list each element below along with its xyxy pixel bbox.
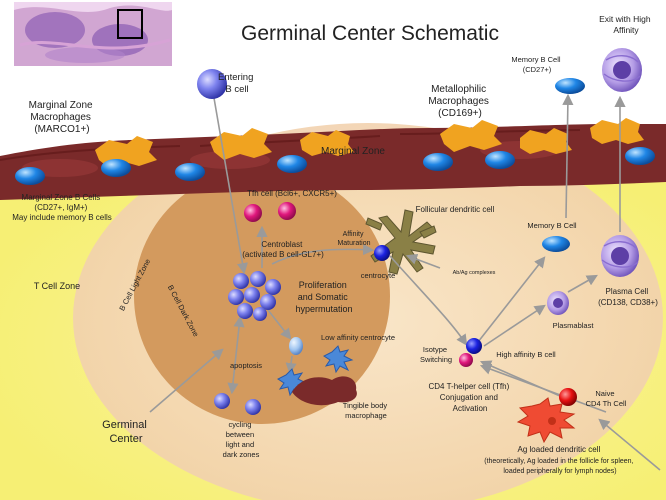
apoptosis-label: apoptosis bbox=[230, 361, 262, 370]
arrow-ab-ag bbox=[405, 253, 441, 269]
dark-zone-region bbox=[134, 168, 390, 424]
ab-ag-complexes-label: Ab/Ag complexes bbox=[453, 270, 496, 276]
marginal-zone-label: Marginal Zone bbox=[321, 146, 385, 157]
t-cell-zone-label: T Cell Zone bbox=[34, 281, 80, 291]
exit-high-affinity-label: Exit with High Affinity bbox=[599, 14, 653, 35]
cycling-cell-2 bbox=[245, 399, 261, 415]
follicular-dendritic-cell bbox=[365, 209, 437, 275]
marginal-zone-b-cells-label: Marginal Zone B Cells (CD27+, IgM+) May … bbox=[12, 193, 112, 222]
tfh-cell-1 bbox=[244, 204, 262, 222]
arrow-to-apoptosis bbox=[285, 355, 297, 375]
cd4-t-helper-label: CD4 T-helper cell (Tfh) Conjugation and … bbox=[429, 382, 512, 413]
germinal-center-label: Germinal Center bbox=[102, 419, 150, 445]
entering-b-cell-label: Entering B cell bbox=[218, 72, 256, 95]
high-affinity-b-cell bbox=[466, 338, 482, 354]
cycling-label: cycling between light and dark zones bbox=[223, 420, 260, 459]
arrow-dc-to-tfh bbox=[479, 363, 607, 413]
centroblast-label: Centroblast (activated B cell-GL7+) bbox=[242, 240, 324, 259]
memory-b-cell-mid-label: Memory B Cell bbox=[527, 221, 577, 230]
centrocyte-cell bbox=[374, 245, 390, 261]
entering-b-cell bbox=[197, 69, 227, 99]
isotype-switching-label: Isotype Switching bbox=[420, 345, 452, 364]
arrow-memory-exit bbox=[562, 93, 574, 219]
arrow-to-plasma bbox=[567, 274, 598, 293]
marginal-zone-b-cells bbox=[15, 147, 655, 185]
plasmablast-label: Plasmablast bbox=[553, 321, 595, 330]
marginal-zone-macrophages-label: Marginal Zone Macrophages (MARCO1+) bbox=[29, 100, 96, 135]
zoom-box bbox=[117, 9, 143, 39]
ag-loaded-dc-label: Ag loaded dendritic cell (theoretically,… bbox=[484, 445, 636, 475]
arrow-to-high-affinity bbox=[389, 255, 468, 346]
diagram-title: Germinal Center Schematic bbox=[241, 22, 499, 45]
tingible-body-macrophage bbox=[292, 376, 357, 406]
marginal-zone-band bbox=[0, 118, 666, 200]
metallophilic-macrophages bbox=[95, 118, 644, 168]
tingible-body-macrophage-label: Tingible body macrophage bbox=[343, 401, 389, 420]
arrow-into-dc bbox=[598, 418, 661, 471]
plasma-cell-label: Plasma Cell (CD138, CD38+) bbox=[598, 287, 658, 307]
naive-cd4-label: Naive CD4 Th Cell bbox=[586, 389, 627, 408]
follicular-dendritic-cell-label: Follicular dendritic cell bbox=[416, 205, 495, 214]
histology-thumbnail bbox=[14, 2, 172, 67]
arrow-to-plasmablast bbox=[483, 304, 546, 347]
metallophilic-macrophages-label: Metallophilic Macrophages (CD169+) bbox=[428, 84, 491, 119]
high-affinity-b-cell-label: High affinity B cell bbox=[496, 350, 556, 359]
cycling-cell-1 bbox=[214, 393, 230, 409]
arrow-germinal-center bbox=[149, 348, 224, 413]
cd4-tfh-conjugate bbox=[459, 353, 473, 367]
affinity-maturation-label: Affinity Maturation bbox=[337, 231, 370, 247]
naive-cd4-th-cell bbox=[559, 388, 577, 406]
proliferation-label: Proliferation and Somatic hypermutation bbox=[295, 280, 352, 314]
arrow-to-low-affinity bbox=[267, 309, 292, 340]
memory-b-cell-top bbox=[555, 78, 585, 94]
plasma-cell-top bbox=[602, 48, 642, 92]
ag-loaded-dendritic-cell bbox=[516, 397, 576, 444]
arrow-to-centrocyte bbox=[271, 243, 375, 265]
arrow-entering-to-dark-zone bbox=[213, 97, 248, 275]
arrow-to-memory bbox=[477, 256, 546, 343]
centroblast-cluster bbox=[228, 271, 281, 321]
tfh-cell-label: Tfh cell (Bcl6+, CXCR5+) bbox=[247, 189, 337, 198]
flow-arrows bbox=[149, 93, 661, 471]
low-affinity-centrocyte-label: Low affinity centrocyte bbox=[321, 333, 395, 342]
memory-b-cell-mid bbox=[542, 236, 570, 252]
tfh-cell-2 bbox=[278, 202, 296, 220]
plasmablast-cell bbox=[547, 291, 569, 315]
ag-dc-nucleus bbox=[548, 417, 556, 425]
memory-b-cell-top-label: Memory B Cell (CD27+) bbox=[511, 55, 562, 74]
low-affinity-centrocyte-cell bbox=[289, 337, 303, 355]
arrow-cycling bbox=[227, 315, 245, 395]
centrocyte-label: centrocyte bbox=[361, 271, 396, 280]
plasma-cell-mid bbox=[601, 235, 639, 277]
